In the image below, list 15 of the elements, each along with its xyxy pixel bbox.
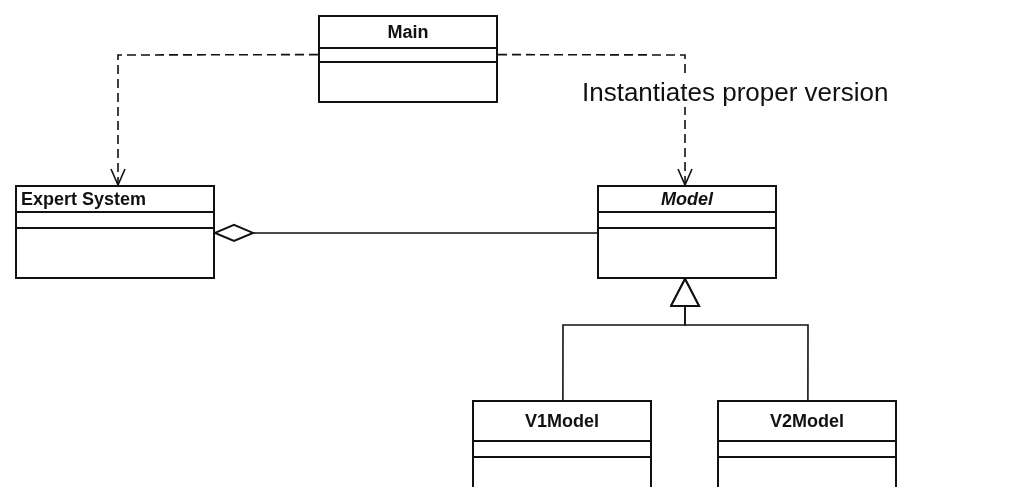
class-box bbox=[597, 185, 777, 279]
aggregation-line bbox=[214, 223, 598, 242]
dependency-arrow bbox=[110, 53, 319, 186]
dependency-arrow bbox=[497, 53, 693, 186]
class-name: V2Model bbox=[770, 410, 844, 432]
class-box bbox=[472, 400, 652, 487]
class-name: Main bbox=[387, 21, 429, 43]
class-name: Model bbox=[661, 188, 713, 210]
class-box bbox=[717, 400, 897, 487]
class-box bbox=[318, 15, 498, 103]
edge-label: Instantiates proper version bbox=[582, 77, 889, 107]
class-name: V1Model bbox=[525, 410, 599, 432]
generalization-arrow bbox=[670, 278, 809, 401]
class-box bbox=[15, 185, 215, 279]
class-name: Expert System bbox=[21, 188, 147, 210]
